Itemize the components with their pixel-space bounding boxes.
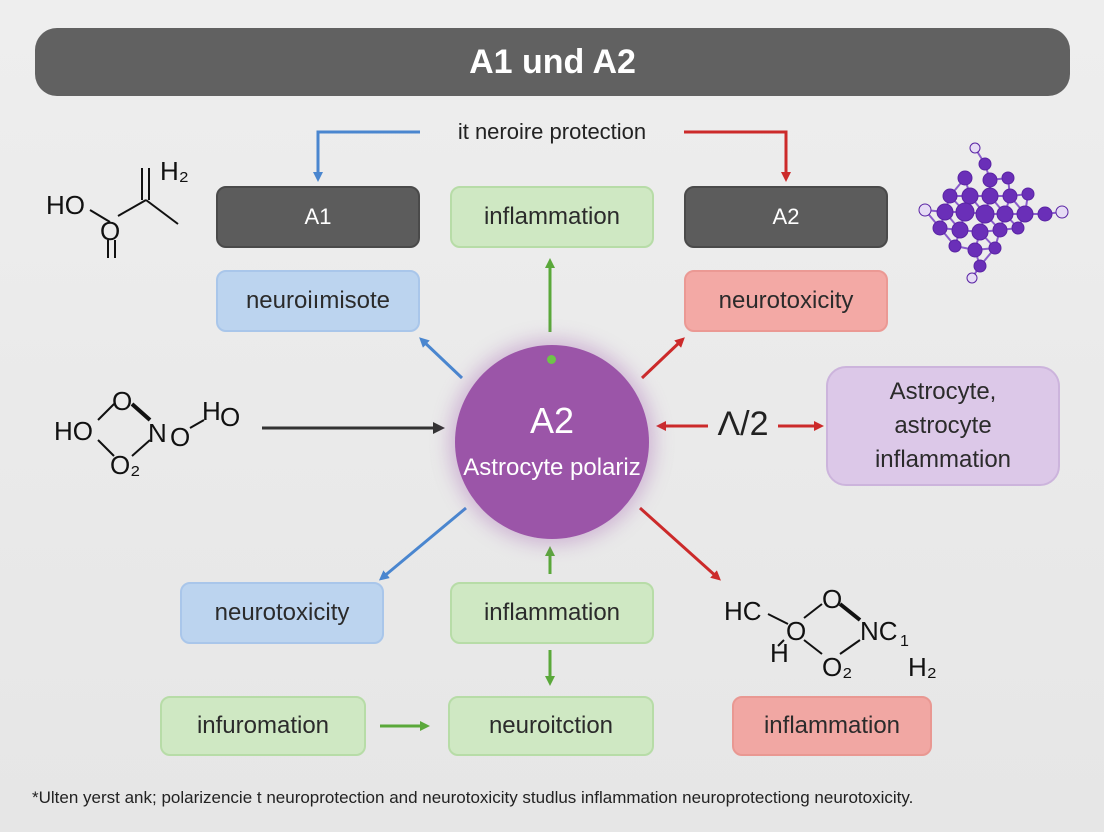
molecule-atom bbox=[951, 221, 969, 239]
diagram-title: A1 und A2 bbox=[35, 28, 1070, 96]
molecule-atom bbox=[1016, 205, 1034, 223]
chem-label: H bbox=[770, 638, 789, 668]
chem-label: H bbox=[202, 396, 221, 426]
arrow-top-to-a2 bbox=[684, 130, 791, 182]
node-neurotoxicity-top: neurotoxicity bbox=[684, 270, 888, 332]
chem-label: O bbox=[170, 422, 190, 452]
chem-label: O bbox=[220, 402, 240, 432]
chem-label: HO bbox=[54, 416, 93, 446]
chem-label: O₂ bbox=[822, 652, 852, 682]
node-astrocyte-inflammation: Astrocyte, astrocyte inflammation bbox=[826, 366, 1060, 486]
arrow-center-downright bbox=[638, 506, 721, 581]
top-label: it neroire protection bbox=[457, 119, 647, 144]
node-neuroitction: neuroitction bbox=[448, 696, 654, 756]
footnote: *Ulten yerst ank; polarizencie t neuropr… bbox=[32, 788, 914, 807]
node-inflammation-bottom-right: inflammation bbox=[732, 696, 932, 756]
molecule-atom bbox=[969, 142, 981, 154]
center-subtitle: Astrocyte polariz bbox=[463, 454, 641, 481]
molecule-atom bbox=[982, 172, 998, 188]
chem-label: O bbox=[100, 216, 120, 246]
arrow-center-upleft bbox=[419, 337, 464, 380]
molecule-atom bbox=[1021, 187, 1035, 201]
center-dot bbox=[547, 355, 556, 364]
molecule-atom bbox=[942, 188, 958, 204]
molecule-atom bbox=[981, 187, 999, 205]
molecule-atom bbox=[1037, 206, 1053, 222]
molecule-atom bbox=[948, 239, 962, 253]
chem-label: O bbox=[112, 386, 132, 416]
chemical-structure-top-left: H₂ HO O bbox=[46, 156, 189, 258]
molecule-atom bbox=[988, 241, 1002, 255]
molecule-atom bbox=[975, 204, 995, 224]
arrow-center-downleft bbox=[378, 506, 467, 581]
chem-label: N bbox=[148, 418, 167, 448]
molecule-atom bbox=[932, 220, 948, 236]
mid-arrow-label: Λ/2 bbox=[717, 404, 769, 443]
node-inflammation-mid: inflammation bbox=[450, 582, 654, 644]
molecule-atom bbox=[918, 203, 932, 217]
molecule-atom bbox=[955, 202, 975, 222]
chem-label: O bbox=[822, 584, 842, 614]
molecule-atom bbox=[1011, 221, 1025, 235]
chemical-structure-mid-left: O HO N O H O O₂ bbox=[54, 386, 240, 480]
arrow-top-to-a1 bbox=[313, 130, 420, 182]
molecule-atom bbox=[936, 203, 954, 221]
molecule-atom bbox=[978, 157, 992, 171]
center-node: A2 Astrocyte polariz bbox=[455, 345, 649, 539]
node-neurotoxicity-bottom: neurotoxicity bbox=[180, 582, 384, 644]
molecule-atom bbox=[973, 259, 987, 273]
node-a2: A2 bbox=[684, 186, 888, 248]
node-inflammation-top: inflammation bbox=[450, 186, 654, 248]
chemical-structure-bottom-right: HC O O NC 1 H O₂ H₂ bbox=[724, 584, 937, 682]
chem-label: 1 bbox=[900, 633, 909, 650]
molecule-atom bbox=[966, 272, 978, 284]
node-infuromation: infuromation bbox=[160, 696, 366, 756]
chem-label: HC bbox=[724, 596, 762, 626]
molecule-cluster-icon bbox=[918, 142, 1069, 284]
chem-label: HO bbox=[46, 190, 85, 220]
molecule-atom bbox=[1001, 171, 1015, 185]
chem-label: H₂ bbox=[160, 156, 189, 186]
molecule-atom bbox=[957, 170, 973, 186]
arrow-center-upright bbox=[640, 337, 685, 380]
chem-label: O₂ bbox=[110, 450, 140, 480]
center-title: A2 bbox=[529, 400, 575, 441]
molecule-atom bbox=[1055, 205, 1069, 219]
node-neuroimmisote: neuroiımisote bbox=[216, 270, 420, 332]
chem-label: H₂ bbox=[908, 652, 937, 682]
chem-label: NC bbox=[860, 616, 898, 646]
molecule-atom bbox=[1002, 188, 1018, 204]
molecule-atom bbox=[992, 222, 1008, 238]
molecule-atom bbox=[996, 205, 1014, 223]
molecule-atom bbox=[967, 242, 983, 258]
chem-label: O bbox=[786, 616, 806, 646]
molecule-atom bbox=[961, 187, 979, 205]
molecule-atom bbox=[971, 223, 989, 241]
node-a1: A1 bbox=[216, 186, 420, 248]
